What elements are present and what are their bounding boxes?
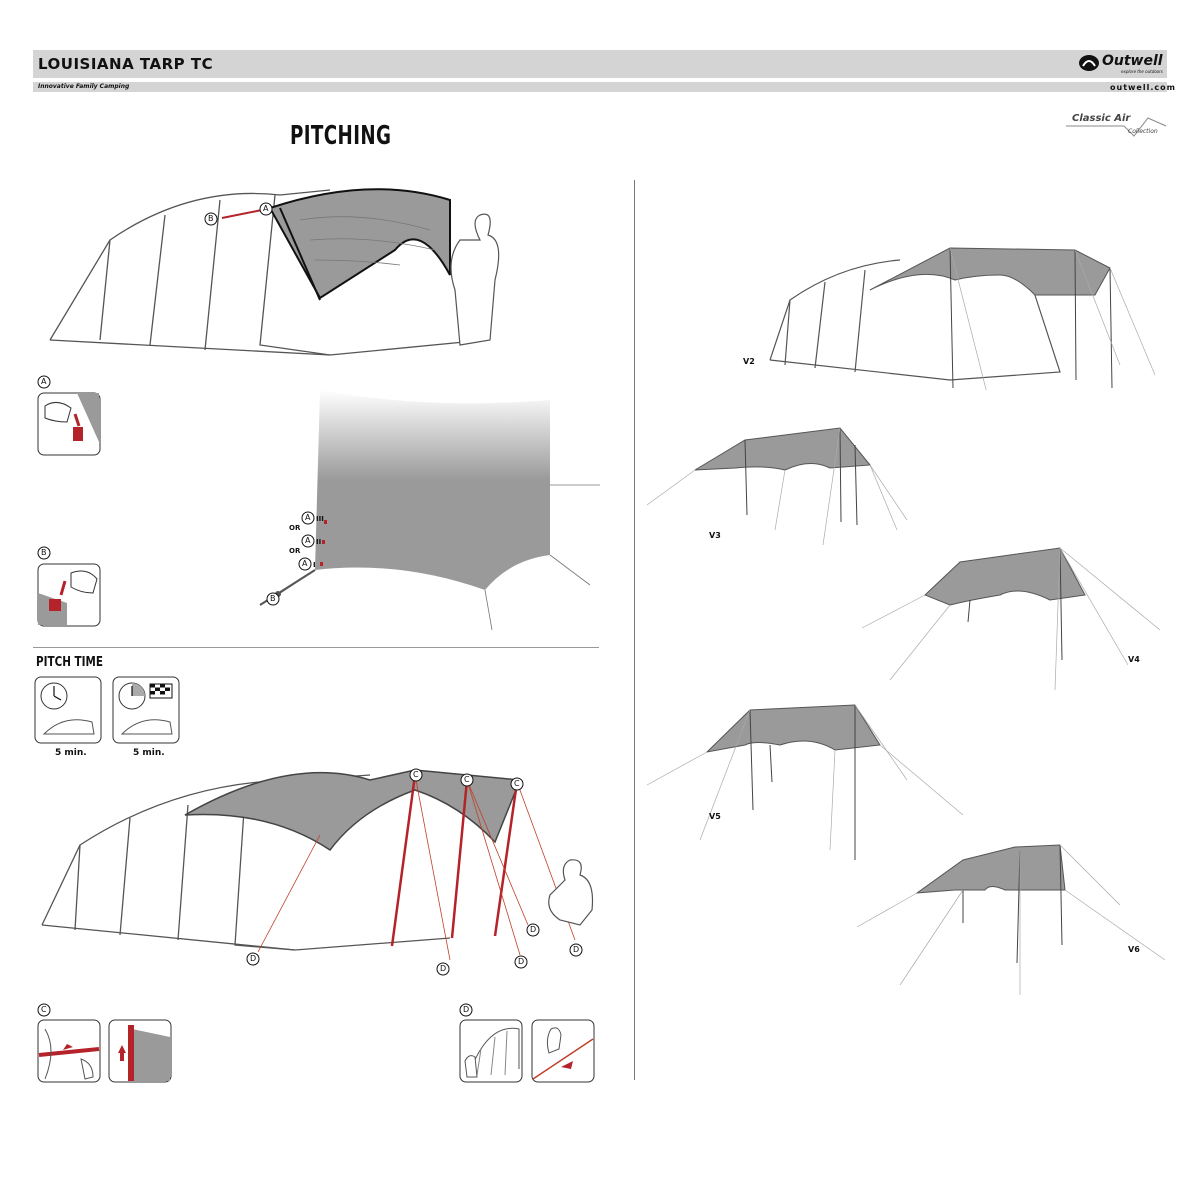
column-divider <box>634 180 635 1080</box>
collection-swoosh-icon <box>1066 117 1167 137</box>
variant-v4-label: V4 <box>1128 655 1140 664</box>
callout-c3-label: C <box>514 779 520 788</box>
or-label-2: OR <box>289 547 301 555</box>
option-2-roman: II <box>316 538 322 546</box>
brand-name: Outwell <box>1102 53 1163 69</box>
option-3-callout: A <box>302 559 308 568</box>
callout-d2-label: D <box>440 964 447 973</box>
detail-c-label: C <box>41 1005 47 1014</box>
option-2-callout: A <box>305 536 311 545</box>
callout-c2-marker <box>460 773 474 787</box>
pitch-time-1-label: 5 min. <box>55 748 87 758</box>
detail-c1-illustration <box>37 1019 101 1083</box>
callout-d4-label: D <box>530 925 537 934</box>
detail-d-marker <box>459 1003 473 1017</box>
option-1-callout: A <box>305 513 311 522</box>
variant-v2-illustration <box>769 247 1156 390</box>
callout-c3-marker <box>510 777 524 791</box>
detail-b-marker <box>37 546 51 560</box>
detail-a-marker <box>37 375 51 389</box>
tagline: Innovative Family Camping <box>38 83 130 90</box>
website-link[interactable]: outwell.com <box>1110 83 1176 92</box>
brand-tagline: explore the outdoors <box>1121 69 1163 74</box>
detail-d1-illustration <box>459 1019 523 1083</box>
tarp-over-tent-illustration <box>49 188 500 356</box>
callout-d3-marker <box>514 955 528 969</box>
callout-d1-label: D <box>250 954 257 963</box>
pitch-time-title: PITCH TIME <box>36 655 103 670</box>
callout-c1-label: C <box>413 770 419 779</box>
detail-c2-illustration <box>108 1019 172 1083</box>
variant-v3-illustration <box>646 427 908 546</box>
detail-c-marker <box>37 1003 51 1017</box>
option-3-roman: I <box>313 561 316 569</box>
callout-a-label: A <box>263 204 269 213</box>
detail-b-label: B <box>41 548 47 557</box>
flat-tarp-diagram <box>259 390 600 630</box>
detail-b-illustration <box>37 563 101 627</box>
detail-d-label: D <box>463 1005 470 1014</box>
callout-d5-marker <box>569 943 583 957</box>
callout-d5-label: D <box>573 945 580 954</box>
option-2-marker <box>301 534 315 548</box>
collection-label: Collection <box>1128 128 1158 135</box>
variant-v6-label: V6 <box>1128 945 1140 954</box>
variant-v5-label: V5 <box>709 812 721 821</box>
variant-v3-label: V3 <box>709 531 721 540</box>
callout-d3-label: D <box>518 957 525 966</box>
callout-d1-marker <box>246 952 260 966</box>
option-3-marker <box>298 557 312 571</box>
callout-c1-marker <box>409 768 423 782</box>
product-title: LOUISIANA TARP TC <box>38 55 214 73</box>
subheader-bar <box>33 82 1167 92</box>
callout-a-marker <box>259 202 273 216</box>
variant-v5-illustration <box>646 704 964 860</box>
header-bar <box>33 50 1167 78</box>
section-divider <box>33 647 599 648</box>
callout-b-flat-label: B <box>270 594 276 603</box>
option-1-roman: III <box>316 515 324 523</box>
option-1-marker <box>301 511 315 525</box>
variant-v2-label: V2 <box>743 357 755 366</box>
callout-b-label: B <box>208 214 214 223</box>
detail-a-illustration <box>37 392 101 456</box>
tarp-pitched-illustration <box>41 769 594 960</box>
pitch-time-2-label: 5 min. <box>133 748 165 758</box>
callout-c2-label: C <box>464 775 470 784</box>
callout-b-marker <box>204 212 218 226</box>
clock-finish-flag-icon <box>112 676 180 744</box>
callout-b-flat-marker <box>266 592 280 606</box>
collection-name: Classic Air <box>1072 113 1131 124</box>
clock-icon <box>34 676 102 744</box>
callout-d2-marker <box>436 962 450 976</box>
detail-a-label: A <box>41 377 47 386</box>
or-label-1: OR <box>289 524 301 532</box>
variant-v4-illustration <box>861 547 1161 690</box>
outwell-logo-icon <box>1079 55 1099 71</box>
variant-v6-illustration <box>856 844 1166 995</box>
section-title: PITCHING <box>290 121 392 151</box>
callout-d4-marker <box>526 923 540 937</box>
detail-d2-illustration <box>531 1019 595 1083</box>
